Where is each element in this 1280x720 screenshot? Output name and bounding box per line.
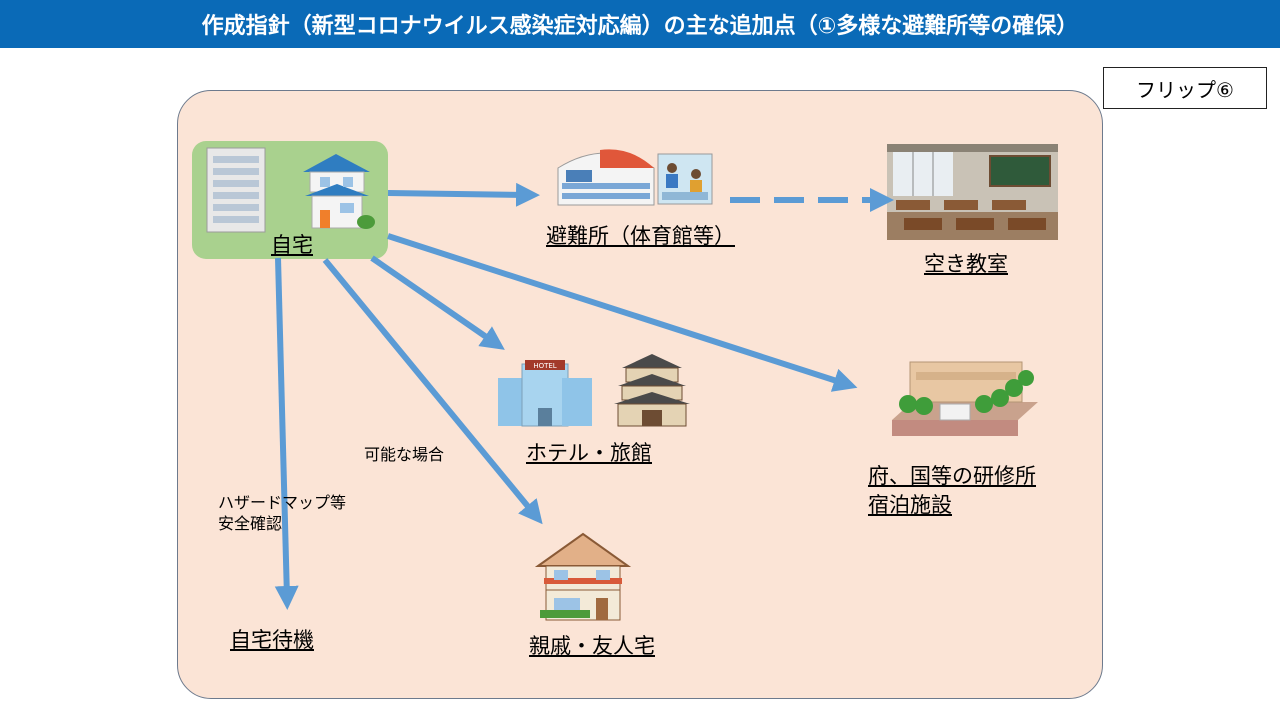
- node-training-line2: 宿泊施設: [868, 493, 952, 517]
- node-training-line1: 府、国等の研修所: [868, 464, 1036, 488]
- apartment-icon: [206, 147, 266, 233]
- gymnasium-icon: [557, 149, 655, 206]
- node-shelter: 避難所（体育館等）: [546, 224, 735, 248]
- training-facility-icon: [892, 361, 1038, 436]
- arrow-home-to-hotel: [370, 255, 505, 350]
- arrow-home-to-relatives: [322, 258, 543, 525]
- svg-text:HOTEL: HOTEL: [533, 362, 556, 370]
- arrows: [274, 182, 894, 610]
- arrow-home-to-shelter: [387, 182, 540, 207]
- node-relatives: 親戚・友人宅: [529, 634, 655, 658]
- page-title: 作成指針（新型コロナウイルス感染症対応編）の主な追加点（①多様な避難所等の確保）: [0, 0, 1280, 48]
- annotation-hazard: ハザードマップ等 安全確認: [218, 492, 346, 534]
- ryokan-icon: [614, 354, 690, 427]
- relatives-house-icon: [534, 532, 632, 621]
- arrow-home-to-stay-home: [274, 257, 299, 610]
- annotation-possible: 可能な場合: [364, 445, 445, 464]
- node-hotel: ホテル・旅館: [526, 441, 652, 465]
- hotel-icon: HOTEL: [498, 360, 592, 427]
- node-classroom: 空き教室: [924, 252, 1008, 276]
- annotation-hazard-line2: 安全確認: [218, 514, 283, 533]
- node-stay-home: 自宅待機: [230, 628, 314, 652]
- annotation-hazard-line1: ハザードマップ等: [218, 493, 347, 512]
- flip-label: フリップ⑥: [1103, 67, 1267, 109]
- classroom-icon: [887, 144, 1058, 240]
- node-home: 自宅: [271, 233, 313, 257]
- shelter-people-icon: [657, 153, 713, 205]
- node-training: 府、国等の研修所 宿泊施設: [868, 462, 1036, 520]
- arrow-home-to-training: [387, 233, 858, 392]
- house-icon: [303, 154, 375, 229]
